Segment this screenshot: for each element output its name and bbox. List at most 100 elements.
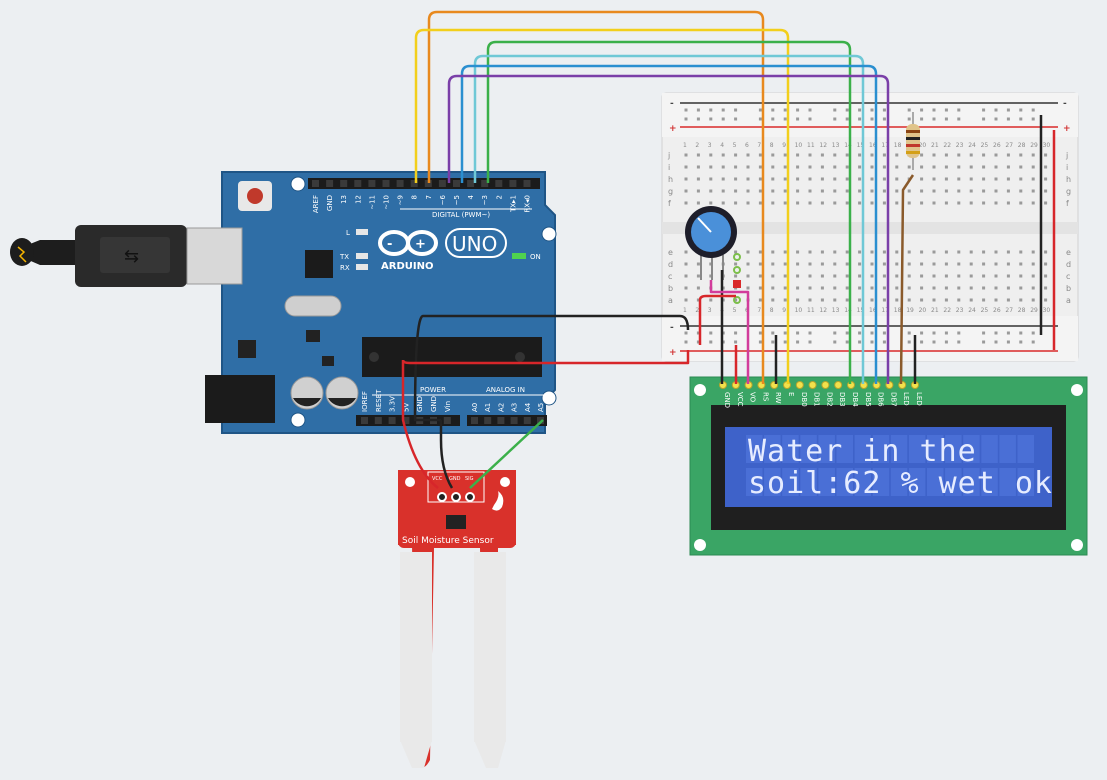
terminal-hole bbox=[833, 286, 837, 290]
terminal-hole bbox=[734, 250, 738, 254]
power-pin[interactable] bbox=[374, 417, 382, 424]
digital-pin[interactable] bbox=[326, 180, 334, 187]
power-pin[interactable] bbox=[402, 417, 410, 424]
terminal-hole bbox=[783, 165, 787, 169]
rail-hole bbox=[858, 108, 862, 112]
row-letter: h bbox=[668, 175, 673, 184]
digital-header-label: DIGITAL (PWM~) bbox=[432, 211, 490, 219]
digital-pin[interactable] bbox=[438, 180, 446, 187]
resistor[interactable] bbox=[906, 112, 920, 170]
lcd-cell bbox=[963, 435, 980, 463]
terminal-hole bbox=[920, 262, 924, 266]
terminal-hole bbox=[1031, 165, 1035, 169]
analog-pin[interactable] bbox=[523, 417, 531, 424]
rail-hole bbox=[858, 331, 862, 335]
digital-pin[interactable] bbox=[354, 180, 362, 187]
terminal-hole bbox=[969, 201, 973, 205]
power-jack bbox=[205, 375, 275, 423]
soil-moisture-sensor[interactable]: VCC GND SIG Soil Moisture Sensor bbox=[398, 470, 516, 768]
analog-pin[interactable] bbox=[484, 417, 492, 424]
wire-red-lcd-vcc[interactable] bbox=[698, 294, 738, 384]
lcd-pin[interactable] bbox=[795, 381, 804, 389]
rail-hole bbox=[734, 117, 738, 121]
wire-orange[interactable] bbox=[427, 10, 765, 384]
terminal-hole bbox=[932, 262, 936, 266]
column-number: 8 bbox=[770, 307, 774, 314]
wires[interactable] bbox=[401, 10, 1056, 489]
arduino-uno-board[interactable]: ⇆ bbox=[10, 171, 557, 434]
digital-pin-label: 4 bbox=[467, 194, 475, 199]
digital-pin[interactable] bbox=[410, 180, 418, 187]
terminal-hole bbox=[758, 298, 762, 302]
lcd-pin[interactable] bbox=[808, 381, 817, 389]
terminal-hole bbox=[696, 286, 700, 290]
digital-pin[interactable] bbox=[481, 180, 489, 187]
terminal-hole bbox=[746, 262, 750, 266]
lcd-cell bbox=[1017, 468, 1034, 496]
pushbutton-contacts[interactable] bbox=[733, 253, 741, 304]
digital-pin[interactable] bbox=[424, 180, 432, 187]
wire-blue[interactable] bbox=[460, 64, 878, 384]
digital-pin[interactable] bbox=[523, 180, 531, 187]
digital-pin[interactable] bbox=[495, 180, 503, 187]
digital-pin[interactable] bbox=[312, 180, 319, 187]
rail-hole bbox=[758, 331, 762, 335]
digital-pin[interactable] bbox=[340, 180, 348, 187]
column-number: 15 bbox=[857, 307, 865, 314]
usb-cable[interactable]: ⇆ bbox=[10, 225, 187, 287]
sensor-pin-gnd[interactable] bbox=[451, 492, 461, 502]
rail-hole bbox=[1006, 331, 1010, 335]
wire-purple[interactable] bbox=[447, 74, 890, 384]
analog-pin[interactable] bbox=[537, 417, 544, 424]
wire-teal[interactable] bbox=[473, 54, 865, 384]
rail-hole bbox=[957, 340, 961, 344]
sensor-pin-vcc[interactable] bbox=[437, 492, 447, 502]
power-pin[interactable] bbox=[361, 417, 368, 424]
column-number: 1 bbox=[683, 307, 687, 314]
digital-pin[interactable] bbox=[509, 180, 517, 187]
wire-brown[interactable] bbox=[899, 174, 915, 385]
digital-pin[interactable] bbox=[467, 180, 475, 187]
rail-hole bbox=[870, 340, 874, 344]
terminal-hole bbox=[820, 250, 824, 254]
reset-button[interactable] bbox=[238, 181, 272, 211]
sensor-pin-sig[interactable] bbox=[465, 492, 475, 502]
wire-yellow[interactable] bbox=[414, 28, 790, 384]
power-pin[interactable] bbox=[443, 417, 451, 424]
analog-pin[interactable] bbox=[471, 417, 478, 424]
wire-magenta-vo[interactable] bbox=[709, 280, 750, 384]
digital-pin[interactable] bbox=[396, 180, 404, 187]
potentiometer[interactable] bbox=[685, 206, 737, 280]
terminal-hole bbox=[944, 177, 948, 181]
wire-black-gnd[interactable] bbox=[413, 314, 690, 489]
usb-icon: ⇆ bbox=[124, 246, 139, 267]
terminal-hole bbox=[882, 298, 886, 302]
rail-plus-label: + bbox=[1063, 124, 1071, 134]
digital-pin[interactable] bbox=[368, 180, 376, 187]
terminal-hole bbox=[944, 274, 948, 278]
analog-pin[interactable] bbox=[497, 417, 505, 424]
power-pin-header[interactable] bbox=[356, 415, 460, 426]
terminal-hole bbox=[907, 201, 911, 205]
terminal-hole bbox=[994, 298, 998, 302]
lcd-pin[interactable] bbox=[834, 381, 843, 389]
wire-green-a0[interactable] bbox=[469, 419, 544, 489]
wire-red-5v[interactable] bbox=[401, 350, 690, 489]
column-number: 29 bbox=[1030, 307, 1038, 314]
digital-pin[interactable] bbox=[382, 180, 390, 187]
lcd-display-module[interactable]: Water in the soil:62 % wet ok bbox=[689, 376, 1088, 556]
terminal-hole bbox=[833, 177, 837, 181]
terminal-hole bbox=[1006, 286, 1010, 290]
terminal-hole bbox=[982, 286, 986, 290]
power-pin[interactable] bbox=[388, 417, 396, 424]
analog-pin-header[interactable] bbox=[467, 415, 547, 426]
wire-green[interactable] bbox=[486, 40, 852, 384]
analog-pin[interactable] bbox=[510, 417, 518, 424]
digital-pin-header[interactable] bbox=[308, 178, 540, 189]
terminal-hole bbox=[1019, 177, 1023, 181]
rail-hole bbox=[758, 108, 762, 112]
digital-pin[interactable] bbox=[453, 180, 460, 187]
terminal-hole bbox=[957, 274, 961, 278]
breadboard[interactable]: - + - + - + 1122334455667788991010111112… bbox=[661, 92, 1079, 362]
lcd-pin[interactable] bbox=[821, 381, 830, 389]
